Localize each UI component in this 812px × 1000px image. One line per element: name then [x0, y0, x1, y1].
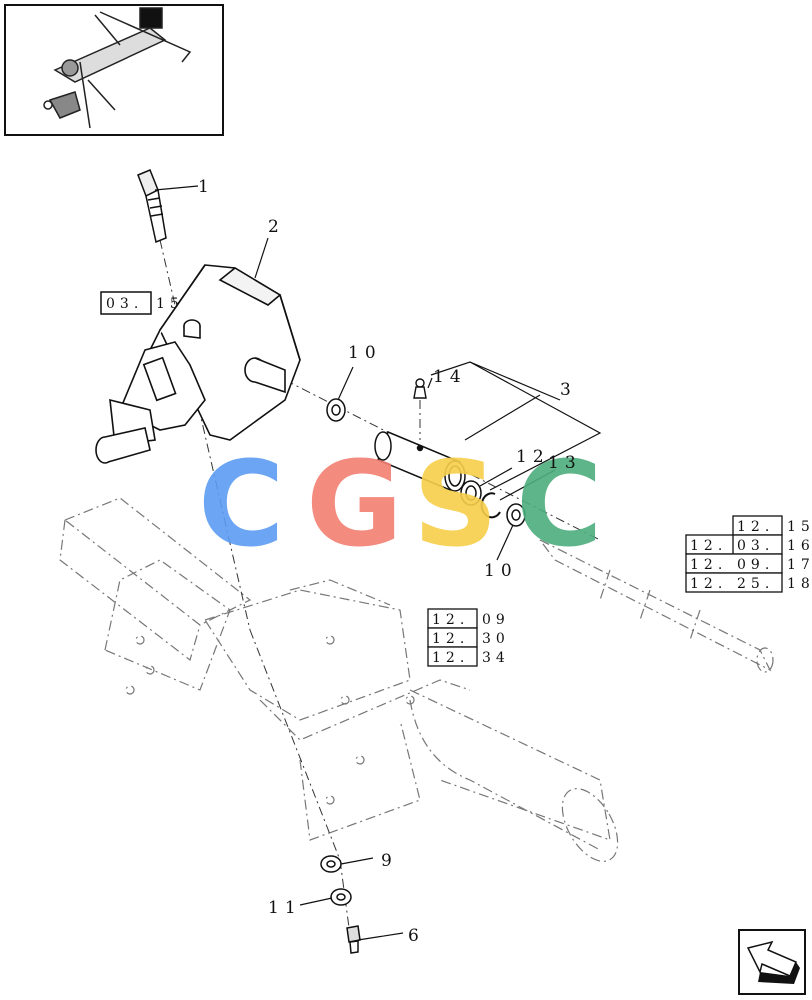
ref-12-09-suffix: 09 — [482, 612, 510, 628]
ref-03-15-prefix: 03. — [106, 296, 143, 312]
washer-part-9[interactable] — [320, 855, 342, 873]
callout-13: 13 — [548, 453, 582, 473]
watermark-letter-4: C — [516, 435, 603, 573]
ref-12-16-overprint: 03. — [737, 538, 774, 554]
ref-12-16-prefix: 12. — [690, 538, 727, 554]
callout-10-top: 10 — [348, 343, 382, 363]
callout-14: 14 — [433, 367, 467, 387]
ref-12-09-prefix: 12. — [432, 612, 469, 628]
ref-12-16-suffix: 16 — [787, 538, 812, 554]
housing-part-2[interactable] — [95, 264, 301, 464]
ref-12-15-prefix: 12. — [737, 519, 774, 535]
washer-part-10-bottom[interactable] — [506, 503, 526, 527]
washer-part-10-top[interactable] — [326, 398, 346, 422]
watermark-letter-2: G — [306, 435, 403, 573]
ref-12-18-overprint: 25. — [737, 576, 774, 592]
snap-ring-part-13[interactable] — [480, 492, 501, 519]
callouts: 1 2 10 14 3 12 13 10 9 11 6 — [198, 177, 582, 946]
ref-12-18-suffix: 18 — [787, 576, 812, 592]
callout-2: 2 — [268, 217, 285, 237]
ref-12-30-suffix: 30 — [482, 631, 510, 647]
grease-nipple-part-14[interactable] — [413, 378, 427, 399]
ref-12-34-prefix: 12. — [432, 650, 469, 666]
watermark: C G S C — [198, 435, 603, 573]
callout-12: 12 — [516, 447, 550, 467]
ref-12-17-overprint: 09. — [737, 557, 774, 573]
ref-12-17-suffix: 17 — [787, 557, 812, 573]
ref-group-right[interactable]: 12. 15 12. 03. 16 12. 09. 17 12. 25. 18 — [685, 515, 812, 593]
fitting-part-1[interactable] — [137, 169, 167, 244]
ref-12-30-prefix: 12. — [432, 631, 469, 647]
washer-part-11[interactable] — [330, 888, 352, 906]
seal-part-12[interactable] — [460, 480, 482, 506]
ref-12-15-suffix: 15 — [787, 519, 812, 535]
ref-03-15-suffix: 15 — [156, 296, 184, 312]
callout-6: 6 — [408, 926, 425, 946]
ref-group-center[interactable]: 12. 09 12. 30 12. 34 — [427, 608, 510, 667]
callout-11: 11 — [268, 898, 302, 918]
watermark-letter-3: S — [413, 435, 498, 573]
watermark-letter-1: C — [198, 435, 285, 573]
navigation-arrow-icon[interactable] — [738, 929, 806, 995]
background-frame-outline — [59, 497, 774, 862]
callout-9: 9 — [381, 851, 398, 871]
bolt-part-6[interactable] — [346, 925, 361, 954]
pin-part-3[interactable] — [374, 431, 466, 492]
callout-3: 3 — [560, 380, 577, 400]
ref-12-18-prefix: 12. — [690, 576, 727, 592]
ref-12-17-prefix: 12. — [690, 557, 727, 573]
ref-03-15[interactable]: 03. 15 — [100, 291, 184, 315]
ref-12-34-suffix: 34 — [482, 650, 510, 666]
leader-lines — [154, 185, 602, 941]
callout-1: 1 — [198, 177, 215, 197]
overview-thumbnail[interactable] — [4, 4, 224, 136]
callout-10-bottom: 10 — [484, 561, 518, 581]
